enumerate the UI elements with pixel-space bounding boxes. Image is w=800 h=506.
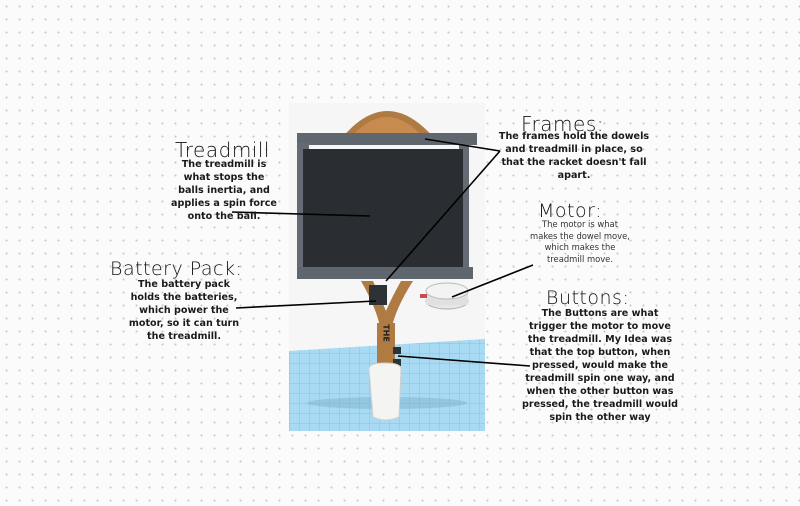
buttons-desc: The Buttons are what trigger the motor t… [522, 308, 678, 423]
motor-title: Motor: [538, 200, 602, 222]
treadmill-leader [231, 211, 371, 217]
battery-desc: The battery pack holds the batteries, wh… [128, 279, 240, 342]
racket-model-render: THE [289, 103, 485, 431]
frames-desc: The frames hold the dowels and treadmill… [498, 131, 650, 181]
frames-leader-top [424, 138, 501, 152]
battery-leader [235, 300, 377, 309]
racket-handle [377, 323, 395, 369]
frames-leader-bottom [385, 150, 501, 282]
buttons-leader [397, 355, 531, 367]
treadmill-screen [303, 149, 463, 271]
side-frame-right [459, 143, 469, 279]
buttons-title: Buttons: [546, 287, 630, 309]
frames-title: Frames: [521, 112, 604, 136]
treadmill-desc: The treadmill is what stops the balls in… [171, 159, 277, 222]
battery-title: Battery Pack: [110, 258, 243, 280]
battery-pack [369, 285, 387, 305]
bottom-frame [297, 267, 473, 279]
top-frame [297, 133, 477, 145]
motor-desc: The motor is what makes the dowel move, … [530, 219, 630, 264]
motor-leader [451, 264, 534, 298]
racket-grip [368, 362, 402, 421]
button-top [393, 347, 401, 354]
treadmill-title: Treadmill [175, 138, 270, 162]
handle-text: THE [382, 324, 391, 342]
button-bottom [393, 359, 401, 366]
